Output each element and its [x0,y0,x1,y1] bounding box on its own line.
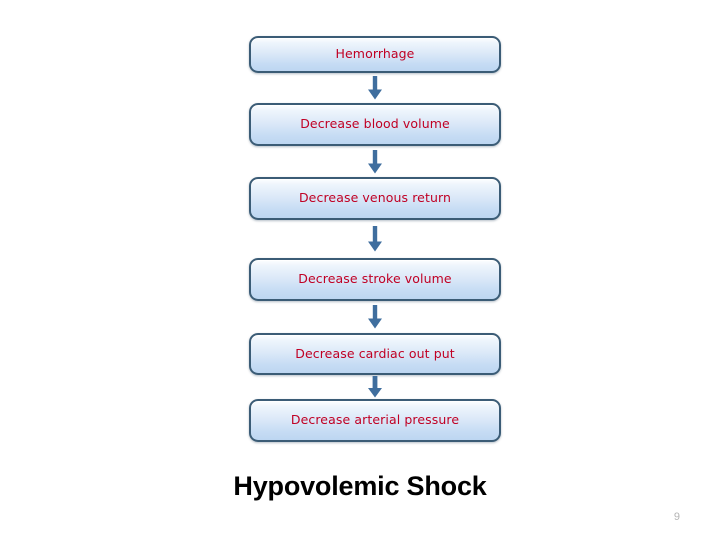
flow-node-decrease-stroke-volume[interactable]: Decrease stroke volume [249,258,501,301]
arrow-down-icon [368,305,382,329]
flow-node-label: Decrease stroke volume [298,271,452,287]
arrow-down-icon [368,376,382,398]
flow-node-decrease-cardiac-output[interactable]: Decrease cardiac out put [249,333,501,375]
flow-node-label: Hemorrhage [335,46,415,62]
flowchart: Hemorrhage Decrease blood volume Decreas… [249,36,501,442]
arrow-down-icon [368,149,382,173]
page-title: Hypovolemic Shock [233,471,487,501]
flow-node-decrease-arterial-pressure[interactable]: Decrease arterial pressure [249,399,501,442]
slide-number: 9 [673,511,680,523]
flow-connector-1 [249,73,501,103]
arrow-down-icon [368,76,382,100]
flow-node-label: Decrease venous return [298,190,452,206]
flow-node-decrease-blood-volume[interactable]: Decrease blood volume [249,103,501,146]
flow-node-label: Decrease blood volume [300,116,450,132]
flow-connector-5 [249,375,501,399]
arrow-down-icon [368,226,382,252]
flow-node-decrease-venous-return[interactable]: Decrease venous return [249,177,501,220]
flow-connector-3 [249,220,501,258]
flow-connector-2 [249,146,501,177]
flow-node-hemorrhage[interactable]: Hemorrhage [249,36,501,73]
flow-node-label: Decrease cardiac out put [295,345,455,361]
flow-node-label: Decrease arterial pressure [290,412,460,428]
flow-connector-4 [249,301,501,333]
